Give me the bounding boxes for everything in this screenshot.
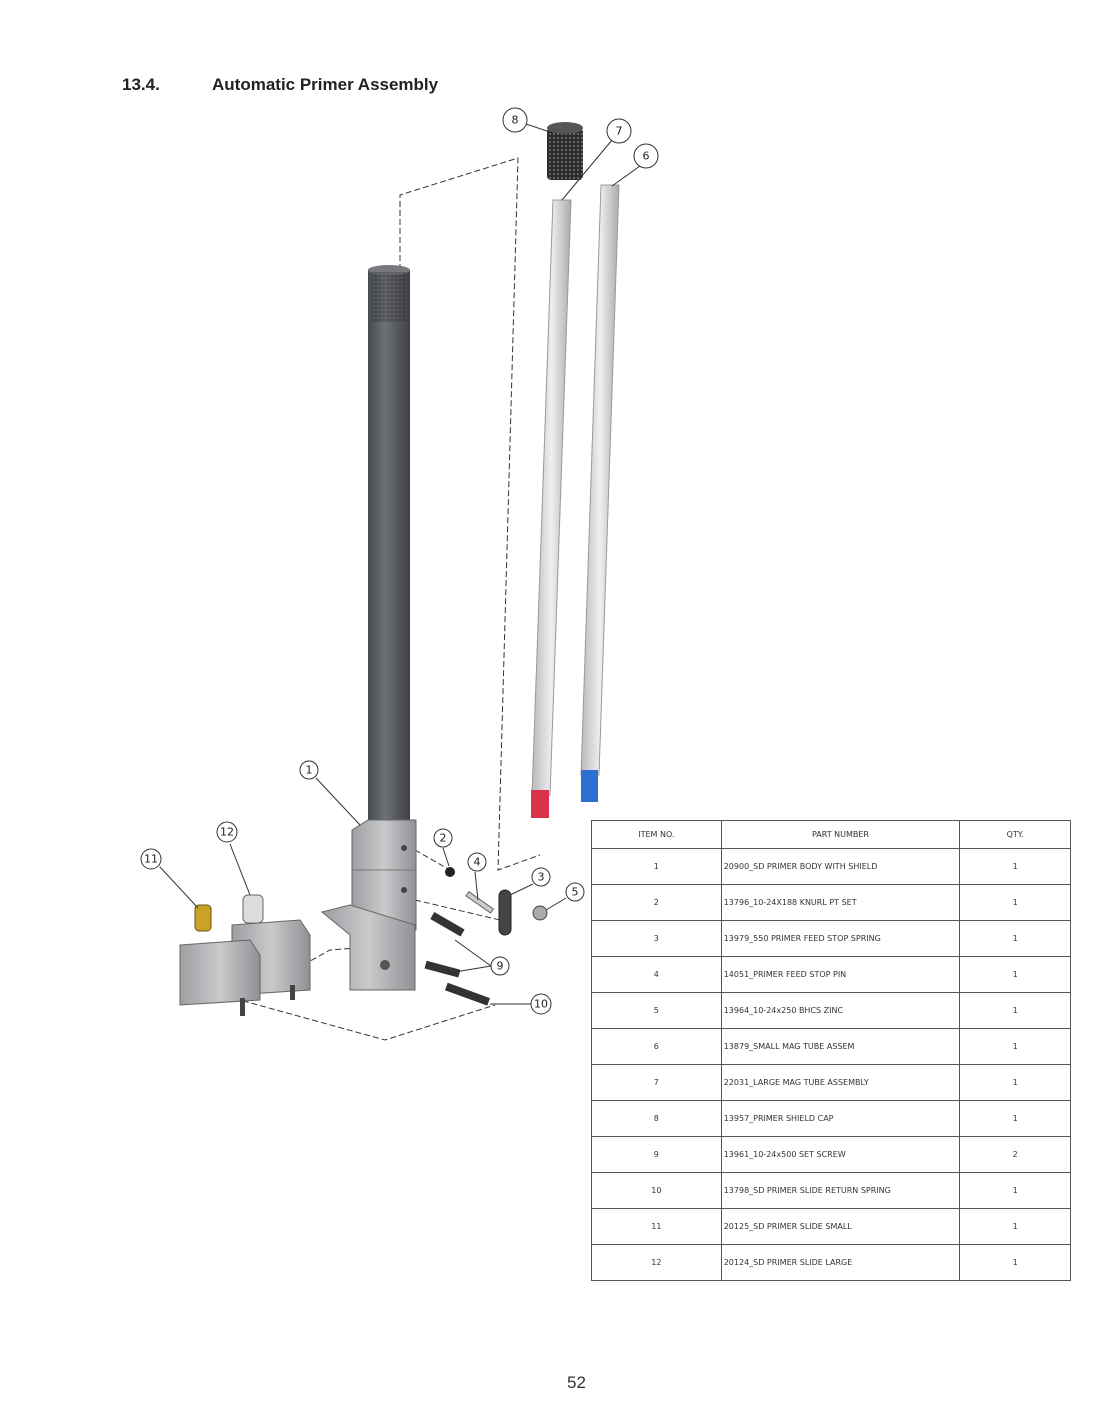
item-no-cell: 4 bbox=[591, 956, 722, 993]
svg-text:3: 3 bbox=[538, 871, 545, 884]
item-no-cell: 11 bbox=[591, 1208, 722, 1245]
large-mag-tube bbox=[531, 199, 572, 796]
qty-cell: 1 bbox=[959, 1028, 1071, 1065]
leader-lines bbox=[159, 123, 641, 1005]
callout-4: 4 bbox=[467, 852, 487, 872]
callout-11: 11 bbox=[140, 848, 162, 870]
qty-cell: 1 bbox=[959, 884, 1071, 921]
header-part-number: PART NUMBER bbox=[720, 820, 961, 849]
qty-cell: 1 bbox=[959, 920, 1071, 957]
qty-cell: 1 bbox=[959, 1064, 1071, 1101]
svg-text:10: 10 bbox=[534, 998, 548, 1011]
page-number: 52 bbox=[567, 1373, 586, 1392]
svg-text:6: 6 bbox=[643, 150, 650, 163]
part-number-cell: 14051_PRIMER FEED STOP PIN bbox=[720, 956, 961, 993]
part-number-cell: 13961_10-24x500 SET SCREW bbox=[720, 1136, 961, 1173]
item-no-cell: 2 bbox=[591, 884, 722, 921]
section-number: 13.4. bbox=[122, 75, 160, 94]
qty-cell: 1 bbox=[959, 848, 1071, 885]
item-no-cell: 3 bbox=[591, 920, 722, 957]
svg-text:2: 2 bbox=[440, 832, 447, 845]
table-header-row: ITEM NO. PART NUMBER QTY. bbox=[591, 820, 1071, 849]
assembly-lines bbox=[238, 157, 541, 1041]
small-mag-tube bbox=[580, 184, 620, 776]
qty-cell: 1 bbox=[959, 992, 1071, 1029]
callout-10: 10 bbox=[530, 993, 552, 1015]
blue-tip bbox=[581, 770, 598, 802]
part-number-cell: 13979_550 PRIMER FEED STOP SPRING bbox=[720, 920, 961, 957]
item-no-cell: 7 bbox=[591, 1064, 722, 1101]
item-no-cell: 12 bbox=[591, 1244, 722, 1281]
svg-text:7: 7 bbox=[616, 125, 623, 138]
part-number-cell: 13957_PRIMER SHIELD CAP bbox=[720, 1100, 961, 1137]
item-no-cell: 10 bbox=[591, 1172, 722, 1209]
callout-8: 8 bbox=[502, 107, 528, 133]
part-number-cell: 13796_10-24X188 KNURL PT SET bbox=[720, 884, 961, 921]
qty-cell: 1 bbox=[959, 956, 1071, 993]
callout-2: 2 bbox=[433, 828, 453, 848]
part-number-cell: 20124_SD PRIMER SLIDE LARGE bbox=[720, 1244, 961, 1281]
part-number-cell: 20125_SD PRIMER SLIDE SMALL bbox=[720, 1208, 961, 1245]
svg-text:4: 4 bbox=[474, 856, 481, 869]
header-qty: QTY. bbox=[959, 820, 1071, 849]
svg-text:8: 8 bbox=[512, 114, 519, 127]
red-tip bbox=[531, 790, 549, 818]
svg-text:11: 11 bbox=[144, 853, 158, 866]
item-no-cell: 6 bbox=[591, 1028, 722, 1065]
part-number-cell: 22031_LARGE MAG TUBE ASSEMBLY bbox=[720, 1064, 961, 1101]
primer-slide-small bbox=[179, 904, 261, 1016]
item-no-cell: 8 bbox=[591, 1100, 722, 1137]
qty-cell: 1 bbox=[959, 1100, 1071, 1137]
bracket bbox=[320, 904, 416, 991]
svg-text:9: 9 bbox=[497, 960, 504, 973]
callout-1: 1 bbox=[299, 760, 319, 780]
callout-12: 12 bbox=[216, 821, 238, 843]
callout-5: 5 bbox=[565, 882, 585, 902]
part-number-cell: 13798_SD PRIMER SLIDE RETURN SPRING bbox=[720, 1172, 961, 1209]
primer-body-tube bbox=[368, 270, 410, 835]
svg-text:1: 1 bbox=[306, 764, 313, 777]
callout-6: 6 bbox=[633, 143, 659, 169]
part-number-cell: 13964_10-24x250 BHCS ZINC bbox=[720, 992, 961, 1029]
header-item-no: ITEM NO. bbox=[591, 820, 722, 849]
qty-cell: 2 bbox=[959, 1136, 1071, 1173]
callout-9: 9 bbox=[490, 956, 510, 976]
part-number-cell: 13879_SMALL MAG TUBE ASSEM bbox=[720, 1028, 961, 1065]
item-no-cell: 9 bbox=[591, 1136, 722, 1173]
part-number-cell: 20900_SD PRIMER BODY WITH SHIELD bbox=[720, 848, 961, 885]
primer-body-block bbox=[351, 819, 417, 931]
section-title: Automatic Primer Assembly bbox=[212, 75, 439, 94]
qty-cell: 1 bbox=[959, 1208, 1071, 1245]
svg-text:5: 5 bbox=[572, 886, 579, 899]
primer-shield-cap bbox=[547, 128, 583, 180]
callout-7: 7 bbox=[606, 118, 632, 144]
item-no-cell: 1 bbox=[591, 848, 722, 885]
item-no-cell: 5 bbox=[591, 992, 722, 1029]
callout-3: 3 bbox=[531, 867, 551, 887]
qty-cell: 1 bbox=[959, 1172, 1071, 1209]
svg-text:12: 12 bbox=[220, 826, 234, 839]
qty-cell: 1 bbox=[959, 1244, 1071, 1281]
